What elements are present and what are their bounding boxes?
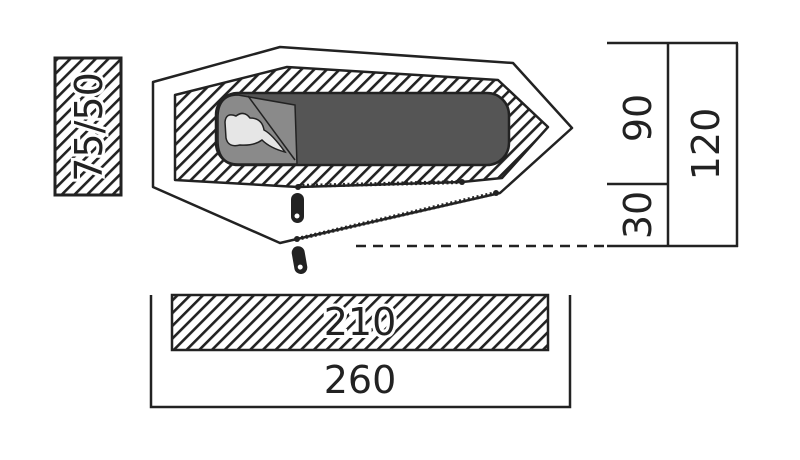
length-dimensions — [149, 293, 572, 409]
pillow-icon — [224, 112, 287, 154]
zipper-pull-icon — [291, 246, 308, 274]
hood-fold-line — [247, 95, 296, 161]
height-label: 75/50 — [67, 72, 111, 182]
total-length-label: 260 — [324, 358, 397, 402]
vestibule-width-label: 30 — [616, 191, 660, 239]
door-zippers — [291, 179, 499, 274]
width-dimensions — [607, 41, 739, 248]
total-width-label: 120 — [684, 108, 728, 181]
height-box: 75/50 — [53, 56, 123, 197]
inner-length-label: 210 — [324, 300, 397, 344]
sleeping-bag — [214, 91, 511, 167]
inner-width-label: 90 — [616, 94, 660, 142]
zipper-pull-icon — [291, 193, 304, 223]
